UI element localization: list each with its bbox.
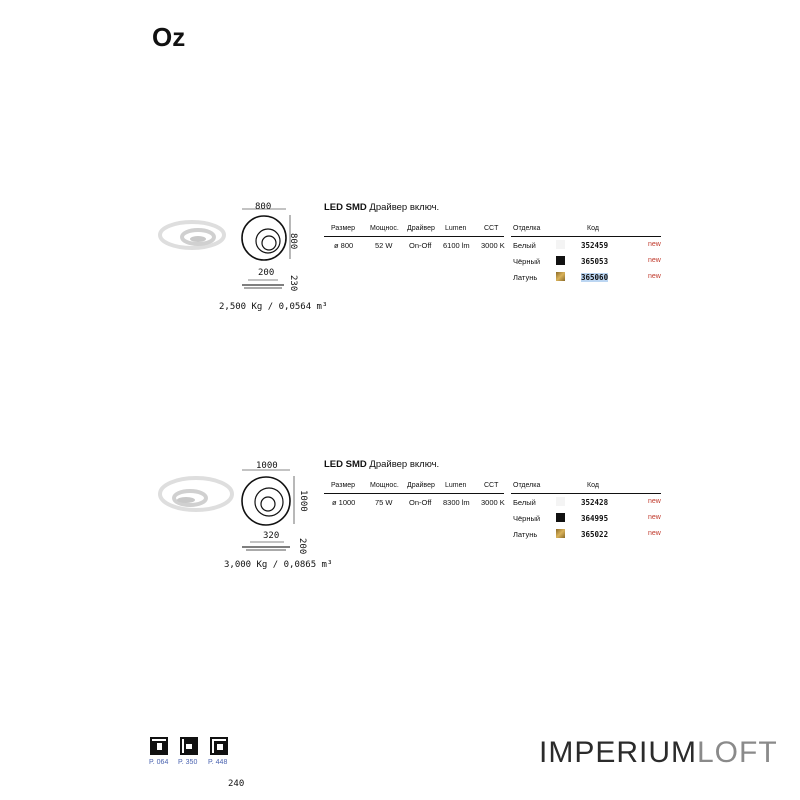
value-power: 75 W <box>375 498 393 507</box>
product-code[interactable]: 365022 <box>581 530 609 539</box>
page-reference-link[interactable]: P. 064 <box>149 759 169 766</box>
ceiling-mount-icon <box>150 737 168 755</box>
weight-volume: 2,500 Kg / 0,0564 m³ <box>219 302 328 312</box>
header-lumen: Lumen <box>445 482 467 489</box>
header-finish: Отделка <box>513 225 541 232</box>
finish-swatch-brass <box>556 529 565 538</box>
header-code: Код <box>587 482 599 489</box>
header-divider <box>324 236 504 237</box>
new-badge: new <box>648 241 661 248</box>
brand-logo: IMPERIUMLOFT <box>539 736 778 769</box>
header-driver: Драйвер <box>407 225 435 232</box>
finish-label: Белый <box>513 241 536 250</box>
header-divider <box>511 236 661 237</box>
side-dimension: 230 <box>288 275 298 292</box>
value-driver: On-Off <box>409 241 432 250</box>
product-code[interactable]: 364995 <box>581 514 609 523</box>
finish-swatch-black <box>556 256 565 265</box>
header-divider <box>324 493 504 494</box>
header-size: Размер <box>331 225 356 232</box>
finish-swatch-white <box>556 240 565 249</box>
height-dimension: 800 <box>288 233 298 250</box>
header-finish: Отделка <box>513 482 541 489</box>
page-number: 240 <box>228 779 245 789</box>
width-dimension: 1000 <box>256 461 278 471</box>
product-code[interactable]: 352428 <box>581 498 609 507</box>
header-cct: CCT <box>484 225 499 232</box>
page-reference-link[interactable]: P. 350 <box>178 759 198 766</box>
finish-swatch-brass <box>556 272 565 281</box>
height-dimension: 1000 <box>298 490 308 512</box>
finish-label: Белый <box>513 498 536 507</box>
finish-label: Чёрный <box>513 257 541 266</box>
header-driver: Драйвер <box>407 482 435 489</box>
front-view-drawing <box>241 469 295 526</box>
header-lumen: Lumen <box>445 225 467 232</box>
value-lumen: 6100 lm <box>443 241 470 250</box>
header-power: Мощнос. <box>370 482 399 489</box>
value-driver: On-Off <box>409 498 432 507</box>
product-block-1: 800 800 200 230 2,500 Kg / 0,0564 m³ LED… <box>0 195 800 345</box>
width-dimension: 800 <box>255 202 272 212</box>
finish-label: Чёрный <box>513 514 541 523</box>
value-size: ø 1000 <box>332 498 356 507</box>
finish-swatch-white <box>556 497 565 506</box>
header-divider <box>511 493 661 494</box>
front-view-drawing <box>241 208 291 261</box>
value-cct: 3000 K <box>481 241 505 250</box>
finish-swatch-black <box>556 513 565 522</box>
value-size: ø 800 <box>334 241 354 250</box>
product-code[interactable]: 365060 <box>581 273 609 282</box>
header-power: Мощнос. <box>370 225 399 232</box>
finish-label: Латунь <box>513 530 538 539</box>
side-view-drawing <box>242 279 284 289</box>
page-reference-link[interactable]: P. 448 <box>208 759 228 766</box>
page-title: Oz <box>152 22 186 52</box>
depth-dimension: 200 <box>258 268 275 278</box>
new-badge: new <box>648 273 661 280</box>
side-dimension: 200 <box>297 538 307 555</box>
header-size: Размер <box>331 482 356 489</box>
new-badge: new <box>648 257 661 264</box>
lamp-photo <box>158 476 234 512</box>
new-badge: new <box>648 530 661 537</box>
value-power: 52 W <box>375 241 393 250</box>
wall-mount-icon <box>180 737 198 755</box>
wall-ceiling-icon <box>210 737 228 755</box>
header-cct: CCT <box>484 482 499 489</box>
depth-dimension: 320 <box>263 531 280 541</box>
value-cct: 3000 K <box>481 498 505 507</box>
weight-volume: 3,000 Kg / 0,0865 m³ <box>224 560 333 570</box>
product-code[interactable]: 352459 <box>581 241 609 250</box>
side-view-drawing <box>242 541 290 551</box>
spec-title: LED SMD Драйвер включ. <box>324 202 440 213</box>
finish-label: Латунь <box>513 273 538 282</box>
new-badge: new <box>648 514 661 521</box>
new-badge: new <box>648 498 661 505</box>
lamp-photo <box>158 220 226 250</box>
product-code[interactable]: 365053 <box>581 257 609 266</box>
spec-title: LED SMD Драйвер включ. <box>324 459 440 470</box>
value-lumen: 8300 lm <box>443 498 470 507</box>
header-code: Код <box>587 225 599 232</box>
product-block-2: 1000 1000 320 200 3,000 Kg / 0,0865 m³ L… <box>0 452 800 602</box>
